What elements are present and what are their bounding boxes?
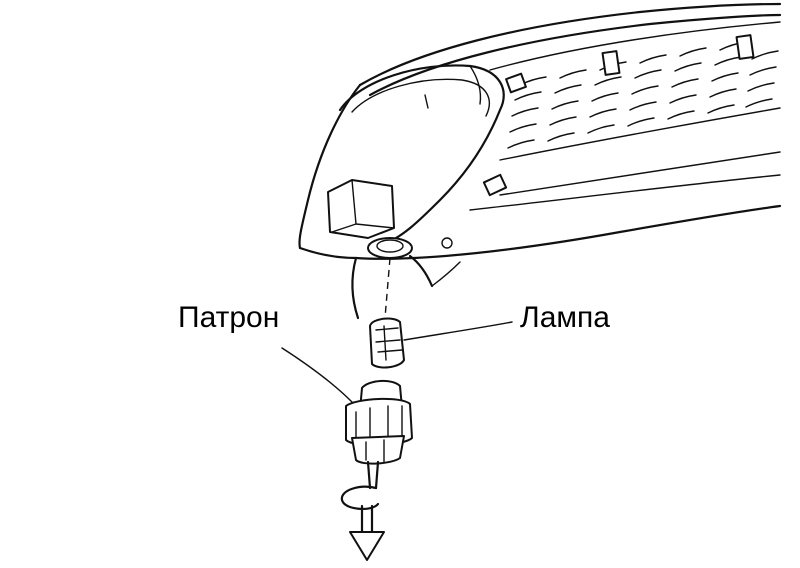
fog-lamp-housing-icon [327, 64, 505, 320]
lamp-label: Лампа [520, 301, 610, 334]
bumper-grille-icon [298, 2, 782, 260]
bulb-icon [369, 317, 405, 369]
socket-label: Патрон [178, 301, 280, 334]
socket-icon [345, 380, 413, 490]
rotate-arrow-icon [340, 485, 385, 561]
